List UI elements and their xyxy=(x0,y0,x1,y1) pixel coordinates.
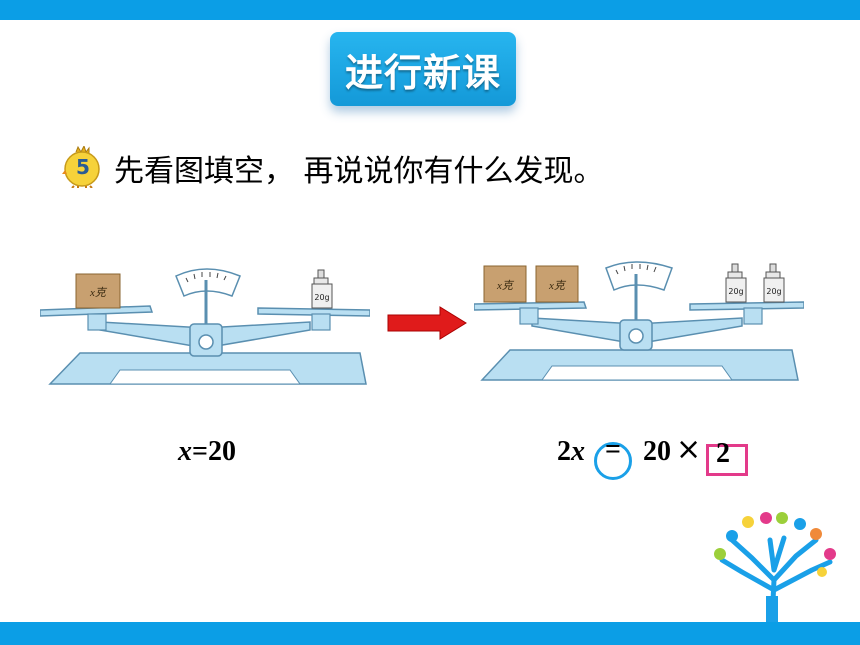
svg-text:20g: 20g xyxy=(314,293,329,302)
unknown-weight-box xyxy=(535,265,579,303)
chick-icon xyxy=(62,146,100,188)
right-pan xyxy=(257,307,370,317)
decorative-tree-icon xyxy=(714,512,836,622)
left-pan xyxy=(474,301,588,311)
scale-dial xyxy=(605,261,673,292)
unknown-weight-box xyxy=(75,273,121,309)
equation-rhs-value: 20 xyxy=(643,436,671,467)
section-title-badge: 进行新课 xyxy=(330,32,516,106)
answer-value: 2 xyxy=(716,438,730,469)
unknown-weight-box xyxy=(483,265,527,303)
svg-text:20g: 20g xyxy=(766,287,781,296)
box-label: x克 xyxy=(89,286,108,299)
weight-20g: 20g xyxy=(311,269,333,309)
left-equation: x=20 xyxy=(178,436,236,468)
equals-circle-highlight xyxy=(594,442,632,480)
bottom-bar xyxy=(0,622,860,645)
right-equation-lhs: 2x xyxy=(557,436,585,468)
scale-dial xyxy=(175,268,241,298)
answer-box[interactable] xyxy=(706,444,748,476)
left-balance-scale: x克 20g xyxy=(40,268,370,385)
svg-text:x克: x克 xyxy=(496,279,515,292)
right-arrow-icon xyxy=(387,306,467,340)
equation-coefficient: 2 xyxy=(557,436,571,467)
equals-sign: = xyxy=(605,434,621,465)
equation-variable: x xyxy=(178,436,192,467)
svg-text:20g: 20g xyxy=(728,287,743,296)
weight-20g: 20g xyxy=(725,263,747,303)
top-bar xyxy=(0,0,860,20)
right-balance-scale: x克 x克 20g 20g xyxy=(474,261,804,381)
times-sign: × xyxy=(676,432,702,467)
right-pan xyxy=(689,301,804,311)
svg-text:x克: x克 xyxy=(548,279,567,292)
exercise-instruction: 先看图填空， 再说说你有什么发现。 xyxy=(114,154,604,189)
equation-variable: x xyxy=(571,436,585,467)
exercise-number: 5 xyxy=(76,155,90,179)
section-title: 进行新课 xyxy=(344,50,501,95)
equation-rest: =20 xyxy=(192,436,236,467)
weight-20g: 20g xyxy=(763,263,785,303)
